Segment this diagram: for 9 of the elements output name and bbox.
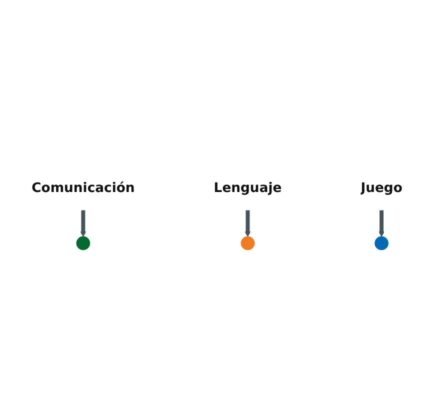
circle-shape bbox=[76, 236, 90, 250]
arrow bbox=[80, 210, 86, 237]
label-text: Comunicación bbox=[32, 179, 135, 196]
arrow bbox=[378, 210, 384, 237]
label-text: Juego bbox=[360, 179, 402, 196]
circle-shape bbox=[374, 236, 388, 250]
arrow bbox=[244, 210, 251, 237]
label-text: Lenguaje bbox=[214, 179, 282, 196]
circle-shape bbox=[240, 236, 255, 250]
